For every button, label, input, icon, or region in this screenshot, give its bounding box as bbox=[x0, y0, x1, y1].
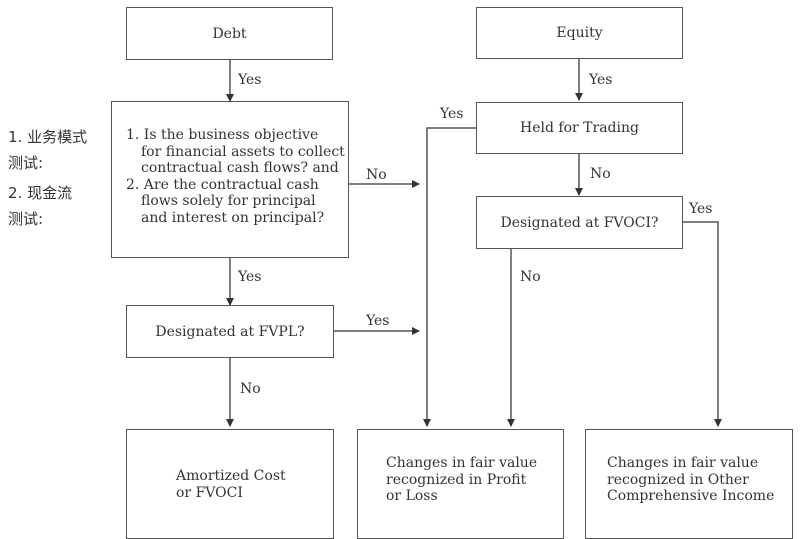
edge-label-equity-yes: Yes bbox=[589, 72, 613, 88]
profit-or-loss-box: Changes in fair value recognized in Prof… bbox=[357, 429, 564, 539]
equity-box: Equity bbox=[476, 7, 683, 59]
sppi-line: 1. Is the business objective bbox=[126, 127, 319, 143]
oci-line: Comprehensive Income bbox=[607, 488, 775, 504]
profit-or-loss-text: Changes in fair value recognized in Prof… bbox=[386, 455, 537, 505]
sppi-line: for financial assets to collect bbox=[141, 143, 345, 160]
debt-label: Debt bbox=[212, 25, 247, 42]
designated-fvpl-box: Designated at FVPL? bbox=[126, 305, 334, 358]
sppi-line: flows solely for principal bbox=[141, 193, 316, 209]
cash-flow-test-annotation: 2. 现金流 测试: bbox=[8, 180, 72, 232]
profit-or-loss-line: recognized in Profit bbox=[386, 471, 527, 488]
held-for-trading-label: Held for Trading bbox=[520, 120, 639, 136]
amortized-cost-line: or FVOCI bbox=[176, 484, 243, 501]
edge-label-sppi-yes: Yes bbox=[238, 269, 262, 285]
edge-label-fvoci-yes: Yes bbox=[689, 201, 713, 217]
arrow-fvoci-yes bbox=[682, 221, 722, 427]
amortized-cost-box: Amortized Cost or FVOCI bbox=[126, 429, 334, 539]
held-for-trading-box: Held for Trading bbox=[476, 102, 683, 154]
edge-label-debt-yes: Yes bbox=[238, 72, 262, 88]
oci-text: Changes in fair value recognized in Othe… bbox=[607, 455, 774, 505]
designated-fvoci-box: Designated at FVOCI? bbox=[476, 196, 683, 249]
edge-label-fvpl-no: No bbox=[240, 381, 261, 397]
arrow-hft-yes bbox=[423, 127, 476, 427]
sppi-question-box: 1. Is the business objective for financi… bbox=[111, 101, 349, 258]
cash-flow-test-line2: 测试: bbox=[8, 210, 44, 228]
connector-lines bbox=[226, 59, 722, 427]
edge-label-hft-yes: Yes bbox=[440, 106, 464, 122]
oci-box: Changes in fair value recognized in Othe… bbox=[585, 429, 793, 539]
sppi-question-text: 1. Is the business objective for financi… bbox=[126, 127, 345, 226]
business-model-test-line2: 测试: bbox=[8, 154, 44, 172]
sppi-line: contractual cash flows? and bbox=[141, 160, 339, 176]
debt-box: Debt bbox=[126, 7, 333, 60]
edge-label-fvpl-yes: Yes bbox=[366, 313, 390, 329]
cash-flow-test-line1: 2. 现金流 bbox=[8, 184, 73, 202]
sppi-line: and interest on principal? bbox=[141, 209, 325, 226]
designated-fvoci-label: Designated at FVOCI? bbox=[500, 214, 659, 231]
business-model-test-line1: 1. 业务模式 bbox=[8, 128, 88, 146]
profit-or-loss-line: Changes in fair value bbox=[386, 455, 538, 471]
edge-label-hft-no: No bbox=[590, 166, 611, 182]
sppi-line: 2. Are the contractual cash bbox=[126, 176, 319, 193]
oci-line: Changes in fair value bbox=[607, 455, 759, 471]
edge-label-sppi-no: No bbox=[366, 167, 387, 183]
business-model-test-annotation: 1. 业务模式 测试: bbox=[8, 124, 87, 176]
oci-line: recognized in Other bbox=[607, 471, 749, 488]
amortized-cost-line: Amortized Cost bbox=[176, 468, 286, 484]
equity-label: Equity bbox=[556, 25, 603, 41]
designated-fvpl-label: Designated at FVPL? bbox=[155, 323, 305, 340]
amortized-cost-text: Amortized Cost or FVOCI bbox=[176, 468, 286, 501]
profit-or-loss-line: or Loss bbox=[386, 488, 438, 504]
edge-label-fvoci-no: No bbox=[520, 269, 541, 285]
